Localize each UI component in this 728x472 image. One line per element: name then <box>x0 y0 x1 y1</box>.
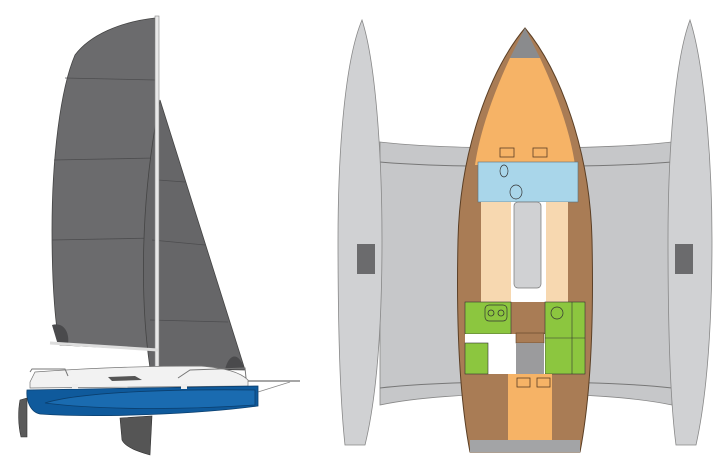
head-compartment <box>477 161 579 203</box>
sink-icon <box>550 306 564 320</box>
bow-pulpit <box>177 367 247 379</box>
float-hatch <box>675 244 693 274</box>
sail-seams <box>51 77 157 241</box>
companionway-step <box>515 332 545 344</box>
keel <box>119 415 153 456</box>
cockpit-hatch <box>516 377 531 388</box>
cockpit <box>508 374 552 440</box>
float-hull <box>44 389 256 409</box>
cockpit-hatch <box>536 377 551 388</box>
float-hatch <box>357 244 375 274</box>
saloon-berth-port <box>481 202 511 302</box>
companionway <box>516 343 544 374</box>
deck <box>29 365 249 389</box>
burner-icon <box>497 309 505 317</box>
stern-pulpit <box>29 368 69 377</box>
boom <box>49 341 159 352</box>
mainsail <box>51 17 158 351</box>
forward-hatch <box>532 147 548 158</box>
top-view <box>337 18 713 453</box>
bow-tip <box>510 28 540 58</box>
rudder <box>18 397 28 438</box>
forward-hatch <box>499 147 515 158</box>
saloon-table <box>513 201 542 289</box>
chainplate <box>72 384 78 389</box>
stove-icon <box>484 304 508 322</box>
batten-patch <box>52 324 69 345</box>
v-berth <box>475 58 575 165</box>
galley-counter <box>464 301 512 335</box>
mast <box>154 15 160 372</box>
washbasin-icon <box>499 164 509 178</box>
side-profile <box>18 15 300 456</box>
jib-seams <box>149 179 229 323</box>
burner-icon <box>487 309 495 317</box>
coachroof-window <box>108 376 142 381</box>
transom <box>470 440 580 452</box>
port-float <box>337 18 383 446</box>
bobstay <box>257 381 291 393</box>
locker <box>464 342 489 375</box>
jib-clew-patch <box>225 356 244 370</box>
chainplate <box>181 384 187 389</box>
saloon-berth-starboard <box>546 202 568 302</box>
toilet-icon <box>509 184 523 200</box>
jib <box>143 99 246 371</box>
starboard-float <box>667 18 713 446</box>
